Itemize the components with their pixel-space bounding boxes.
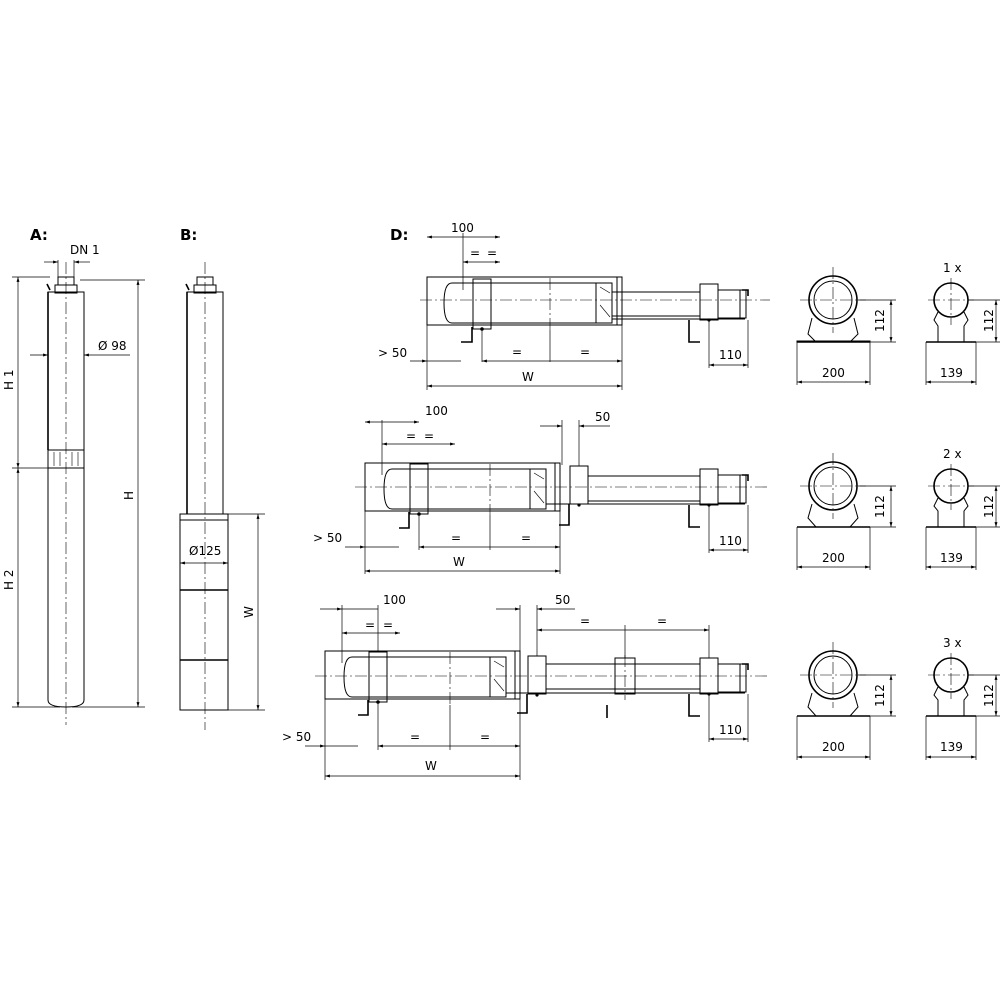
end-small-3-base: 139 xyxy=(940,740,963,754)
row3-mid-dim: 50 xyxy=(555,593,570,607)
end-view-small-3: 3 x 139 112 xyxy=(925,636,1000,760)
row1-min-gap: > 50 xyxy=(378,346,407,360)
row1-w-dim: W xyxy=(522,370,534,384)
row3-eq-upper-b: = xyxy=(657,614,667,628)
row3-eq-a: = xyxy=(410,730,420,744)
row3-eq-top-a: = xyxy=(365,618,375,632)
row2-min-gap: > 50 xyxy=(313,531,342,545)
end-large-3-base: 200 xyxy=(822,740,845,754)
diameter-125-label: Ø125 xyxy=(189,544,221,558)
panel-label-a: A: xyxy=(30,226,48,244)
count-1x: 1 x xyxy=(943,261,962,275)
row1-end-dim: 110 xyxy=(719,348,742,362)
row3-eq-top-b: = xyxy=(383,618,393,632)
view-d-row-2: 100 = = 50 = = > 50 W 110 xyxy=(313,404,770,574)
row3-clamp-dim: 100 xyxy=(383,593,406,607)
end-small-2-height: 112 xyxy=(982,495,996,518)
panel-label-d: D: xyxy=(390,226,408,244)
end-small-1-height: 112 xyxy=(982,309,996,332)
view-b-pump xyxy=(179,262,229,730)
count-2x: 2 x xyxy=(943,447,962,461)
panel-label-b: B: xyxy=(180,226,197,244)
row2-eq-a: = xyxy=(451,531,461,545)
end-large-2-base: 200 xyxy=(822,551,845,565)
end-small-2-base: 139 xyxy=(940,551,963,565)
end-large-1-base: 200 xyxy=(822,366,845,380)
h2-label: H 2 xyxy=(2,570,16,590)
dn-label: DN 1 xyxy=(70,243,100,257)
row3-min-gap: > 50 xyxy=(282,730,311,744)
end-view-small-1: 1 x 139 112 xyxy=(925,261,1000,385)
end-large-2-height: 112 xyxy=(873,495,887,518)
diameter-98-label: Ø 98 xyxy=(98,339,127,353)
count-3x: 3 x xyxy=(943,636,962,650)
end-large-3-height: 112 xyxy=(873,684,887,707)
h1-label: H 1 xyxy=(2,370,16,390)
end-small-1-base: 139 xyxy=(940,366,963,380)
row2-mid-dim: 50 xyxy=(595,410,610,424)
view-d-row-3: 100 = = 50 = = = = > 50 W 110 xyxy=(282,593,770,780)
row3-eq-b: = xyxy=(480,730,490,744)
view-b-dimensions: Ø125 W xyxy=(180,513,265,711)
end-view-large-1: 200 112 xyxy=(796,267,896,385)
row1-eq-top-a: = xyxy=(470,246,480,260)
end-large-1-height: 112 xyxy=(873,309,887,332)
row1-eq-b: = xyxy=(580,345,590,359)
row3-end-dim: 110 xyxy=(719,723,742,737)
row1-eq-a: = xyxy=(512,345,522,359)
row2-eq-top-a: = xyxy=(406,429,416,443)
row2-eq-top-b: = xyxy=(424,429,434,443)
row1-clamp-dim: 100 xyxy=(451,221,474,235)
row2-clamp-dim: 100 xyxy=(425,404,448,418)
view-a-pump xyxy=(46,262,85,725)
row3-w-dim: W xyxy=(425,759,437,773)
row2-end-dim: 110 xyxy=(719,534,742,548)
end-view-large-2: 200 112 xyxy=(796,453,896,570)
row3-eq-upper-a: = xyxy=(580,614,590,628)
view-d-row-1: 100 = = = = > 50 W 110 xyxy=(378,221,770,390)
end-view-small-2: 2 x 139 112 xyxy=(925,447,1000,570)
row1-eq-top-b: = xyxy=(487,246,497,260)
row2-w-dim: W xyxy=(453,555,465,569)
end-small-3-height: 112 xyxy=(982,684,996,707)
view-a-dimensions: DN 1 Ø 98 H 1 H 2 H xyxy=(2,243,145,708)
w-label-b: W xyxy=(242,606,256,618)
end-view-large-3: 200 112 xyxy=(796,642,896,760)
h-label: H xyxy=(122,491,136,500)
row2-eq-b: = xyxy=(521,531,531,545)
